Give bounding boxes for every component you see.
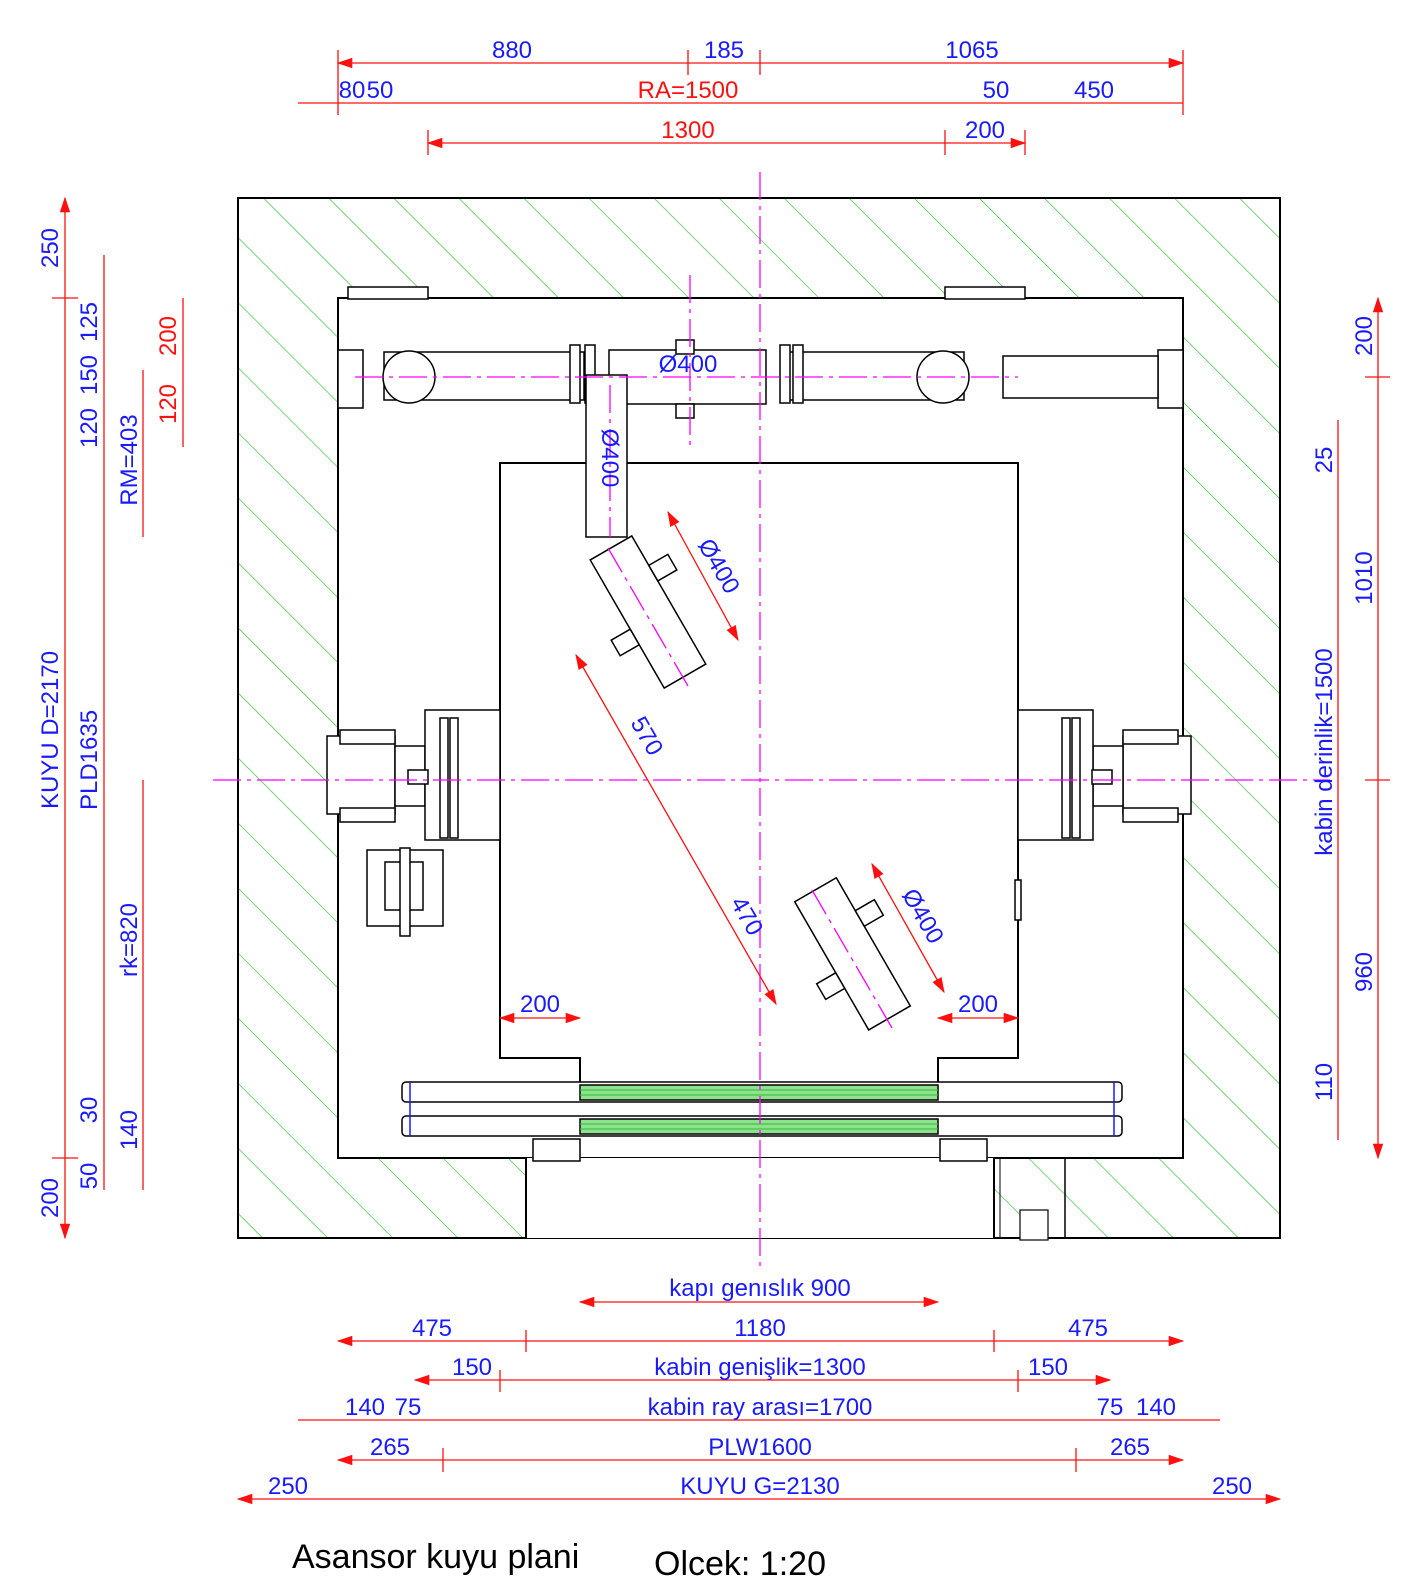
right-dims: 200 25 1010 kabin derinlik=1500 960 110 <box>1311 316 1378 1101</box>
dim-bottom-kabin-genislik: kabin genişlik=1300 <box>654 1354 866 1381</box>
dim-left-kuyu-d: KUYU D=2170 <box>37 651 64 809</box>
dim-left-140: 140 <box>116 1110 143 1150</box>
dim-top-1300: 1300 <box>661 117 714 144</box>
dim-right-25: 25 <box>1311 447 1338 474</box>
dim-left-pld: PLD1635 <box>76 710 103 810</box>
dim-left-200: 200 <box>37 1178 64 1218</box>
dim-right-200: 200 <box>1351 316 1378 356</box>
dim-bottom-265a: 265 <box>370 1434 410 1461</box>
dim-bottom-ray-arasi: kabin ray arası=1700 <box>648 1394 873 1421</box>
dim-left-150: 150 <box>76 355 103 395</box>
dim-top-450: 450 <box>1074 77 1114 104</box>
label-left-200: 200 <box>520 991 560 1018</box>
dim-top-1065: 1065 <box>945 37 998 64</box>
dim-bottom-140a: 140 <box>345 1394 385 1421</box>
guide-rail-right <box>1014 709 1192 921</box>
dim-right-kabin-derinlik: kabin derinlik=1500 <box>1311 648 1338 855</box>
label-right-200: 200 <box>958 991 998 1018</box>
dim-right-1010: 1010 <box>1351 551 1378 604</box>
dim-left-rm: RM=403 <box>116 414 143 505</box>
label-sheave-vertical: Ø400 <box>596 429 623 488</box>
dim-top-50a: 50 <box>367 77 394 104</box>
dim-top-80: 80 <box>339 77 366 104</box>
dim-right-960: 960 <box>1351 952 1378 992</box>
drawing-title: Asansor kuyu plani <box>292 1538 579 1576</box>
guide-rail-left <box>326 709 501 937</box>
dim-top-200: 200 <box>965 117 1005 144</box>
dim-bottom-kuyu-g: KUYU G=2130 <box>680 1473 839 1500</box>
dim-bottom-plw: PLW1600 <box>708 1434 812 1461</box>
dim-bottom-75b: 75 <box>1097 1394 1124 1421</box>
dim-bottom-140b: 140 <box>1136 1394 1176 1421</box>
dim-left-red-200: 200 <box>155 316 182 356</box>
sheave-upper <box>589 534 707 690</box>
left-dims: 250 KUYU D=2170 200 125 150 120 PLD1635 … <box>37 228 182 1218</box>
dim-bottom-150b: 150 <box>1028 1354 1068 1381</box>
dim-left-120: 120 <box>76 408 103 448</box>
dim-right-110: 110 <box>1311 1063 1338 1101</box>
dim-left-red-120: 120 <box>155 384 182 424</box>
dim-top-185: 185 <box>704 37 744 64</box>
dim-bottom-475b: 475 <box>1068 1315 1108 1342</box>
door-sills <box>401 1081 1123 1162</box>
dim-left-250: 250 <box>37 228 64 268</box>
dim-bottom-250b: 250 <box>1212 1473 1252 1500</box>
dim-bottom-1180: 1180 <box>734 1315 786 1342</box>
dim-bottom-475a: 475 <box>412 1315 452 1342</box>
dimension-lines <box>52 50 1390 1505</box>
dim-top-880: 880 <box>492 37 532 64</box>
dim-bottom-150a: 150 <box>452 1354 492 1381</box>
dim-left-125: 125 <box>76 302 103 342</box>
dim-top-50b: 50 <box>983 77 1010 104</box>
dim-bottom-265b: 265 <box>1110 1434 1150 1461</box>
dim-bottom-75a: 75 <box>395 1394 422 1421</box>
dim-door-width: kapı genıslık 900 <box>669 1275 850 1302</box>
dim-left-rk: rk=820 <box>116 903 143 977</box>
dim-left-30: 30 <box>76 1097 103 1124</box>
dim-top-ra: RA=1500 <box>638 77 739 104</box>
top-beam-assembly <box>337 286 1184 538</box>
dim-left-50: 50 <box>76 1163 103 1190</box>
dim-bottom-250a: 250 <box>268 1473 308 1500</box>
drawing-scale: Olcek: 1:20 <box>654 1545 826 1583</box>
label-sheave-top: Ø400 <box>659 351 718 378</box>
cabin-outline <box>499 462 1019 1084</box>
